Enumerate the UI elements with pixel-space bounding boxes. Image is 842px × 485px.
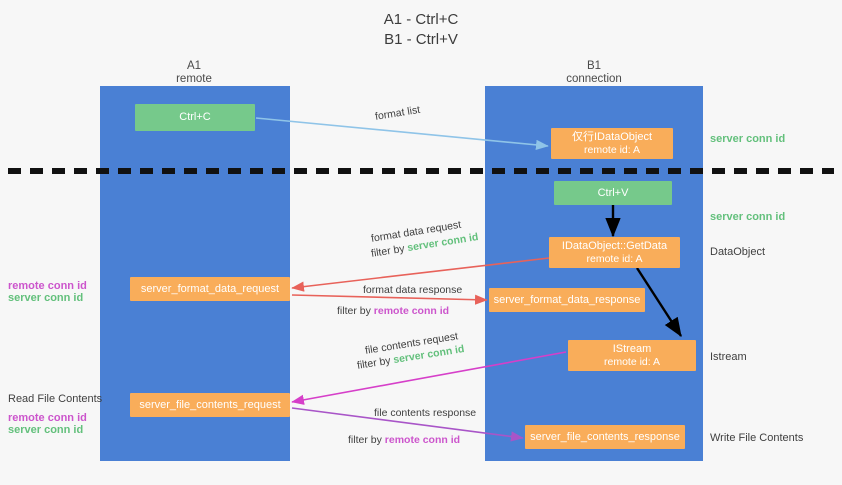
node-server-file-contents-request-label: server_file_contents_request (139, 398, 281, 411)
right-label-istream: Istream (710, 351, 747, 363)
node-server-file-contents-response-label: server_file_contents_response (530, 430, 680, 443)
edge-label-file-contents-response: file contents response (374, 407, 477, 419)
right-label-server-conn-id-top: server conn id (710, 133, 786, 145)
left-label-server-conn-id-2: server conn id (8, 424, 84, 436)
node-server-format-data-response[interactable]: server_format_data_response (489, 288, 645, 312)
node-ctrl-v-label: Ctrl+V (597, 186, 629, 199)
diagram-title-line1: A1 - Ctrl+C (383, 11, 459, 28)
filter-key-remote-conn-id: remote conn id (384, 434, 461, 446)
node-server-file-contents-response[interactable]: server_file_contents_response (525, 425, 685, 449)
right-label-write-file-contents: Write File Contents (710, 432, 804, 444)
node-idataobject-getdata-label: IDataObject::GetData (561, 239, 668, 252)
column-subheader-a1: remote (176, 73, 212, 85)
right-label-dataobject: DataObject (710, 246, 766, 258)
filter-prefix: filter by (337, 305, 374, 317)
left-label-remote-conn-id-2: remote conn id (8, 412, 87, 424)
left-label-remote-conn-id-1: remote conn id (8, 280, 87, 292)
arrow-getdata-to-istream (635, 267, 683, 338)
edge-label-file-contents-response-filter: filter by remote conn id (348, 433, 460, 448)
column-header-b1: B1 (586, 60, 602, 72)
node-istream-label: IStream (612, 342, 652, 355)
arrow-format-list (255, 117, 549, 150)
filter-key-remote-conn-id: remote conn id (373, 305, 450, 317)
edge-label-format-data-response-filter: filter by remote conn id (337, 304, 449, 319)
node-ctrl-c-label: Ctrl+C (179, 111, 211, 123)
left-label-read-file-contents: Read File Contents (8, 393, 103, 405)
filter-prefix: filter by (348, 434, 385, 446)
node-ctrl-v[interactable]: Ctrl+V (554, 181, 672, 205)
node-server-format-data-response-label: server_format_data_response (493, 293, 641, 306)
node-ctrl-c[interactable]: Ctrl+C (135, 104, 255, 131)
node-idataobject-label: 仅行IDataObject (571, 130, 653, 143)
column-subheader-b1: connection (566, 73, 622, 85)
arrow-file-contents-request (291, 351, 567, 405)
left-label-server-conn-id-1: server conn id (8, 292, 84, 304)
node-server-format-data-request-label: server_format_data_request (140, 282, 280, 295)
node-istream[interactable]: IStream remote id: A (568, 340, 696, 371)
diagram-title-line2: B1 - Ctrl+V (384, 31, 458, 48)
column-header-a1: A1 (186, 60, 202, 72)
node-server-format-data-request[interactable]: server_format_data_request (130, 277, 290, 301)
node-istream-sub: remote id: A (603, 355, 661, 368)
node-idataobject-getdata[interactable]: IDataObject::GetData remote id: A (549, 237, 680, 268)
arrow-format-data-response (291, 294, 488, 305)
arrow-file-contents-response (291, 407, 524, 442)
arrow-format-data-request (291, 257, 550, 292)
edge-label-format-data-response: format data response (363, 284, 463, 296)
right-label-server-conn-id-mid: server conn id (710, 211, 786, 223)
node-idataobject-getdata-sub: remote id: A (586, 252, 643, 265)
node-idataobject-sub: remote id: A (583, 143, 641, 156)
node-idataobject[interactable]: 仅行IDataObject remote id: A (551, 128, 673, 159)
node-server-file-contents-request[interactable]: server_file_contents_request (130, 393, 290, 417)
